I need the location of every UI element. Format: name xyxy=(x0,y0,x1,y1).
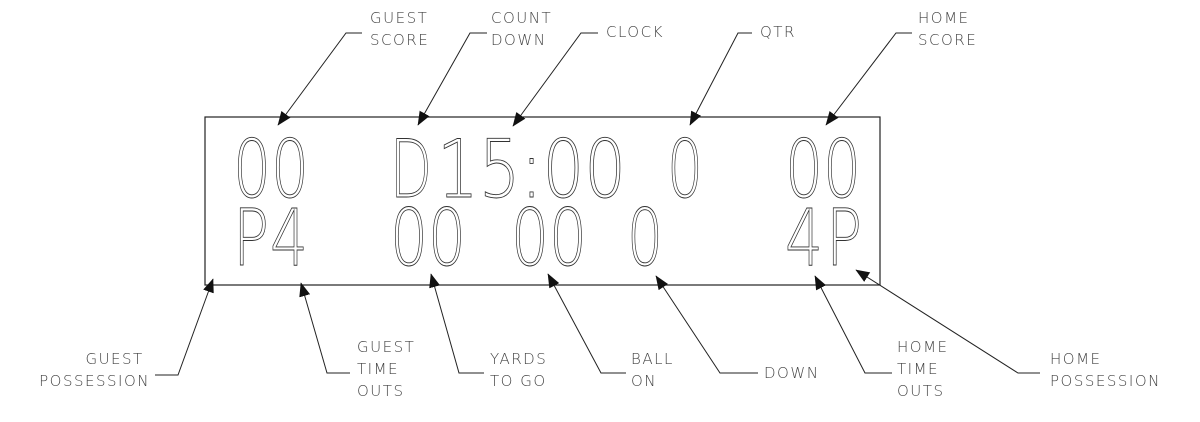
ball-on-label-line1: BALL xyxy=(631,350,674,368)
yards-to-go-leader-arrow xyxy=(429,273,484,374)
guest-possession-leader-arrow xyxy=(155,278,214,376)
qtr-digit: 0 xyxy=(667,123,703,216)
home-time-outs-label-line3: OUTS xyxy=(897,382,944,400)
guest-possession-label: GUEST POSSESSION xyxy=(39,350,150,390)
guest-possession-label-line2: POSSESSION xyxy=(39,372,150,390)
down-digit: 0 xyxy=(627,194,663,284)
home-time-outs-label: HOME TIME OUTS xyxy=(897,338,955,400)
qtr-label-line1: QTR xyxy=(760,23,796,41)
guest-time-outs-label-line3: OUTS xyxy=(357,382,404,400)
guest-possession-label-line1: GUEST xyxy=(85,350,143,368)
count-down-label: COUNT DOWN xyxy=(491,9,558,49)
home-score-label-line2: SCORE xyxy=(918,31,977,49)
clock-leader-arrow xyxy=(512,32,598,127)
home-time-outs-label-line1: HOME xyxy=(897,338,949,356)
scoreboard-panel xyxy=(204,116,881,286)
home-possession-label-line1: HOME xyxy=(1050,350,1102,368)
home-possession-leader-arrow xyxy=(855,269,1040,374)
down-label: DOWN xyxy=(764,364,819,382)
ball-on-leader-arrow xyxy=(547,273,626,374)
home-time-outs-label-line2: TIME xyxy=(897,360,939,378)
home-possession-label-line2: POSSESSION xyxy=(1050,372,1161,390)
count-down-label-line1: COUNT xyxy=(491,9,552,27)
ball-on-label-line2: ON xyxy=(631,372,657,390)
ball-on-digits: 00 xyxy=(511,194,587,284)
guest-time-outs-label-line1: GUEST xyxy=(357,338,415,356)
home-possession-label: HOME POSSESSION xyxy=(1050,350,1161,390)
guest-score-label-line1: GUEST xyxy=(370,9,428,27)
home-score-digits: 00 xyxy=(785,123,861,216)
home-score-label: HOME SCORE xyxy=(918,9,977,49)
qtr-label: QTR xyxy=(760,23,796,41)
guest-time-outs-label-line2: TIME xyxy=(357,360,399,378)
count-down-leader-arrow xyxy=(417,32,487,126)
clock-label: CLOCK xyxy=(606,23,664,41)
yards-to-go-label: YARDS TO GO xyxy=(490,350,554,390)
guest-possession-indicator: P xyxy=(233,194,269,284)
guest-score-leader-arrow xyxy=(277,32,362,126)
yards-to-go-label-line2: TO GO xyxy=(490,372,547,390)
countdown-indicator: D xyxy=(390,123,432,216)
guest-time-outs-digit: 4 xyxy=(270,194,308,284)
down-leader-arrow xyxy=(655,275,758,374)
clock-digits: 15:00 xyxy=(437,123,626,216)
guest-time-outs-leader-arrow xyxy=(299,282,350,374)
guest-score-digits: 00 xyxy=(233,123,309,216)
qtr-leader-arrow xyxy=(689,32,752,126)
home-time-outs-leader-arrow xyxy=(814,275,892,374)
count-down-label-line2: DOWN xyxy=(491,31,546,49)
home-score-label-line1: HOME xyxy=(918,9,970,27)
home-time-outs-digit: 4 xyxy=(785,194,823,284)
guest-time-outs-label: GUEST TIME OUTS xyxy=(357,338,422,400)
yards-to-go-label-line1: YARDS xyxy=(490,350,547,368)
yards-to-go-digits: 00 xyxy=(390,194,466,284)
home-score-leader-arrow xyxy=(825,32,912,126)
guest-score-label-line2: SCORE xyxy=(370,31,429,49)
clock-label-line1: CLOCK xyxy=(606,23,664,41)
home-possession-indicator: P xyxy=(826,194,862,284)
guest-score-label: GUEST SCORE xyxy=(370,9,435,49)
down-label-line1: DOWN xyxy=(764,364,819,382)
ball-on-label: BALL ON xyxy=(631,350,680,390)
